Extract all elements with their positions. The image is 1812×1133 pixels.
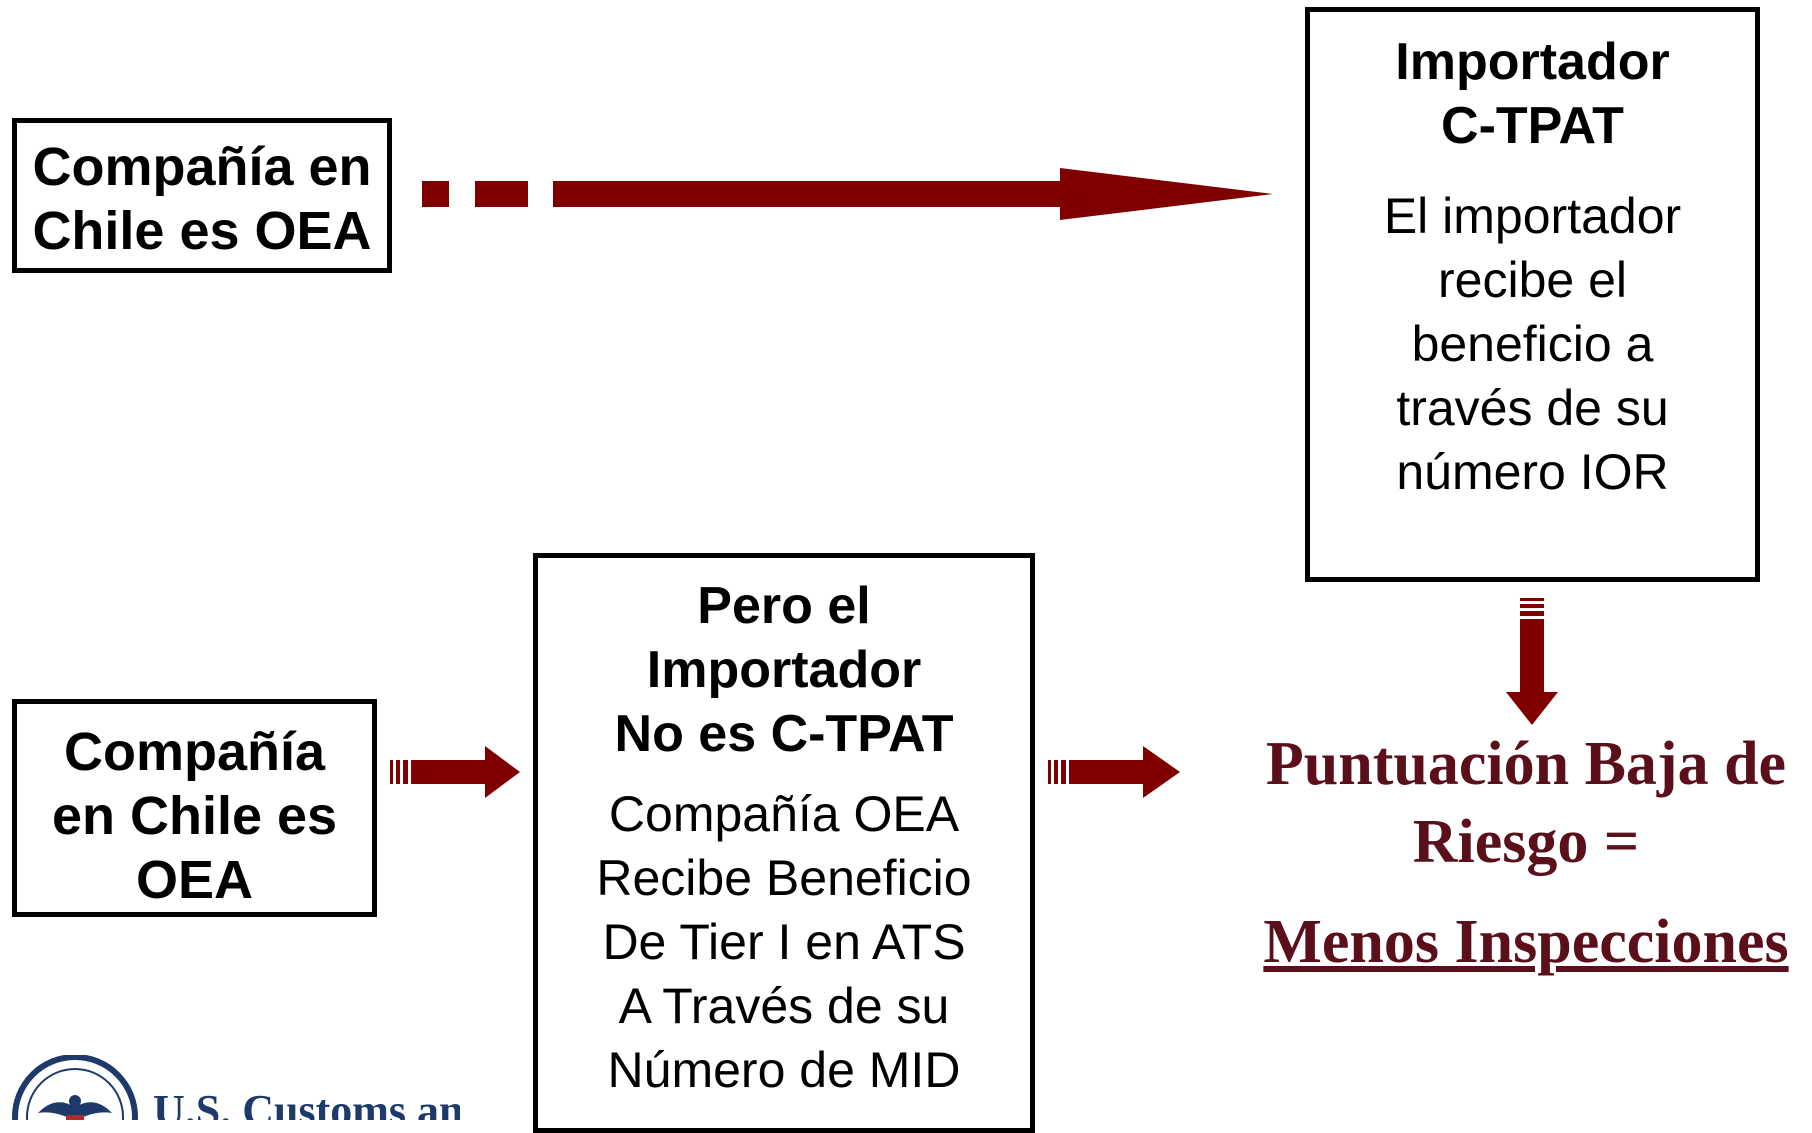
- box-company-chile-oea-bottom: Compañía en Chile es OEA: [12, 699, 377, 917]
- result-line-2: Riesgo =: [1412, 808, 1640, 876]
- box-body-line: beneficio a: [1411, 316, 1654, 372]
- result-line-3: Menos Inspecciones: [1263, 908, 1789, 976]
- arrow-head: [411, 746, 520, 798]
- box-body: El importador recibe el beneficio a trav…: [1310, 184, 1755, 504]
- arrow-middle-to-result: [1048, 746, 1180, 798]
- arrow-head: [1506, 619, 1558, 725]
- arrow-tail-stripe: [1061, 760, 1066, 784]
- box-title-line: Importador: [646, 641, 922, 699]
- arrow-tail-stripe: [396, 760, 400, 784]
- result-line-1: Puntuación Baja de: [1265, 730, 1787, 798]
- box-importer-ctpat: Importador C-TPAT El importador recibe e…: [1305, 7, 1760, 582]
- arrow-tail-stripe: [403, 760, 408, 784]
- result-text: Puntuación Baja de Riesgo = Menos Inspec…: [1240, 725, 1812, 981]
- arrow-tail-stripe: [1520, 604, 1544, 608]
- box-company-chile-oea-top: Compañía en Chile es OEA: [12, 118, 392, 273]
- box-body-line: Recibe Beneficio: [596, 850, 972, 906]
- box-body-line: De Tier I en ATS: [602, 914, 966, 970]
- box-body-line: Compañía OEA: [608, 786, 960, 842]
- arrow-top-dashed: [422, 168, 1273, 220]
- box-body-line: El importador: [1383, 188, 1682, 244]
- box-body: Compañía OEA Recibe Beneficio De Tier I …: [538, 782, 1030, 1102]
- box-title-line: Pero el: [697, 577, 871, 635]
- arrow-dash: [422, 181, 449, 207]
- box-title: Importador C-TPAT: [1310, 30, 1755, 158]
- box-body-line: Número de MID: [607, 1042, 961, 1098]
- arrow-tail-stripe: [1520, 598, 1544, 601]
- box-title-line: No es C-TPAT: [614, 705, 954, 763]
- box-body-line: A Través de su: [618, 978, 950, 1034]
- arrow-head-long: [553, 168, 1273, 220]
- arrow-tail-stripe: [1520, 611, 1544, 616]
- logo-text: U.S. Customs and: [153, 1086, 460, 1120]
- box-line: Compañía: [63, 722, 326, 782]
- arrow-tail-stripe: [390, 760, 393, 784]
- box-body-line: recibe el: [1438, 252, 1627, 308]
- arrow-left-to-middle: [390, 746, 520, 798]
- box-line: Compañía en: [32, 137, 372, 197]
- box-line: Chile es OEA: [32, 201, 372, 261]
- box-line: OEA: [135, 850, 254, 910]
- box-title: Pero el Importador No es C-TPAT: [538, 574, 1030, 766]
- box-body-line: número IOR: [1396, 444, 1669, 500]
- arrow-dash: [475, 181, 528, 207]
- arrow-tail-stripe: [1048, 760, 1051, 784]
- box-line: en Chile es: [51, 786, 338, 846]
- arrow-head: [1069, 746, 1180, 798]
- box-importer-not-ctpat: Pero el Importador No es C-TPAT Compañía…: [533, 553, 1035, 1133]
- dhs-seal-icon: [12, 1055, 138, 1120]
- arrow-tail-stripe: [1054, 760, 1058, 784]
- arrow-down-to-result: [1506, 598, 1558, 725]
- cbp-logo: U.S. Customs and: [0, 1055, 460, 1120]
- box-title-line: Importador: [1395, 33, 1670, 91]
- box-title-line: C-TPAT: [1441, 97, 1624, 155]
- box-body-line: través de su: [1396, 380, 1669, 436]
